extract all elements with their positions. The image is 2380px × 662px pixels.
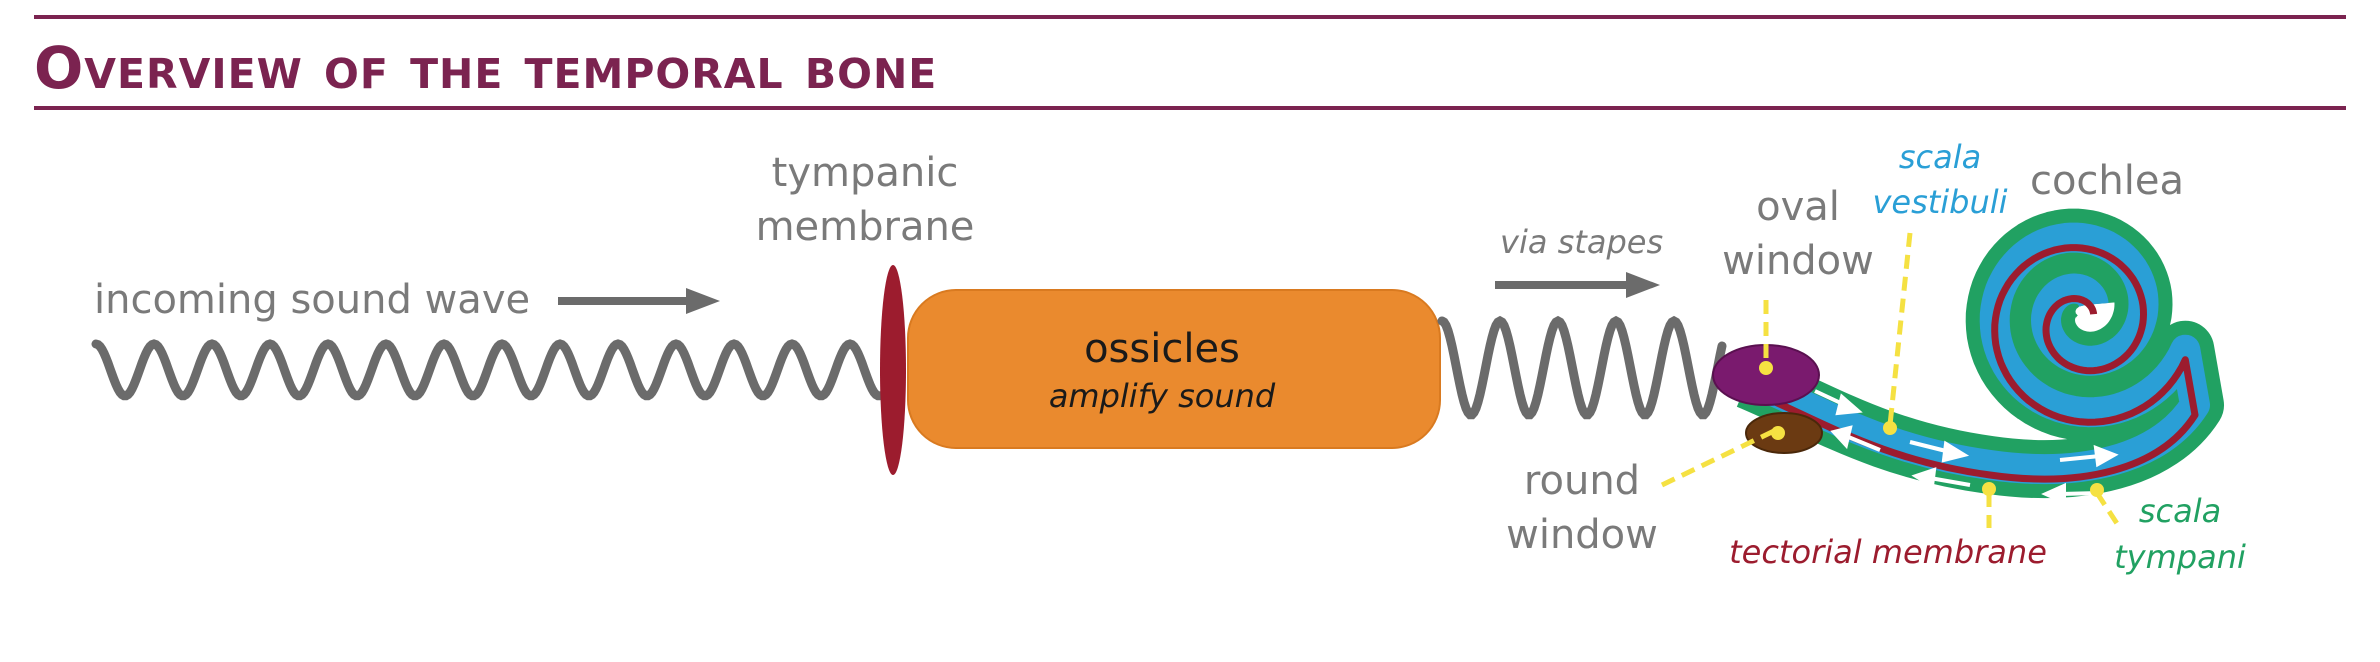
cochlea-structure xyxy=(1736,208,2224,506)
scala-tympani-label-line2: tympani xyxy=(2114,538,2246,576)
tympanic-membrane-label-line2: membrane xyxy=(756,204,975,250)
scala-vestibuli-label-line2: vestibuli xyxy=(1872,183,2007,221)
page-title: Overview of the temporal bone xyxy=(34,34,937,102)
tectorial-membrane-label: tectorial membrane xyxy=(1729,533,2047,571)
amplified-sound-wave xyxy=(1437,315,1727,420)
round-window-label-line1: round xyxy=(1524,458,1640,504)
round-window-label-line2: window xyxy=(1506,512,1658,558)
tympanic-membrane-label-line1: tympanic xyxy=(772,150,959,196)
oval-window-label-line2: window xyxy=(1722,238,1874,284)
ossicles-box xyxy=(907,289,1441,449)
via-stapes-arrow xyxy=(1495,272,1660,298)
pointer-lines xyxy=(1660,232,2121,528)
scala-tympani-label-line1: scala xyxy=(2139,492,2221,530)
incoming-sound-wave xyxy=(91,339,885,401)
scala-vestibuli-duct xyxy=(1742,222,2210,485)
incoming-arrow xyxy=(558,288,720,314)
cochlea-label: cochlea xyxy=(2030,158,2184,204)
tympanic-membrane xyxy=(880,265,906,475)
oval-window-label-line1: oval xyxy=(1756,184,1840,230)
incoming-sound-wave-label: incoming sound wave xyxy=(94,277,530,323)
flow-arrows xyxy=(1814,389,2119,506)
pointer-dots xyxy=(1759,361,2104,497)
scala-vestibuli-label-line1: scala xyxy=(1899,138,1981,176)
tectorial-membrane-line xyxy=(1746,244,2199,483)
ossicles-sub-label: amplify sound xyxy=(1049,377,1276,415)
via-stapes-label: via stapes xyxy=(1500,223,1663,261)
ossicles-label: ossicles xyxy=(1084,326,1240,372)
